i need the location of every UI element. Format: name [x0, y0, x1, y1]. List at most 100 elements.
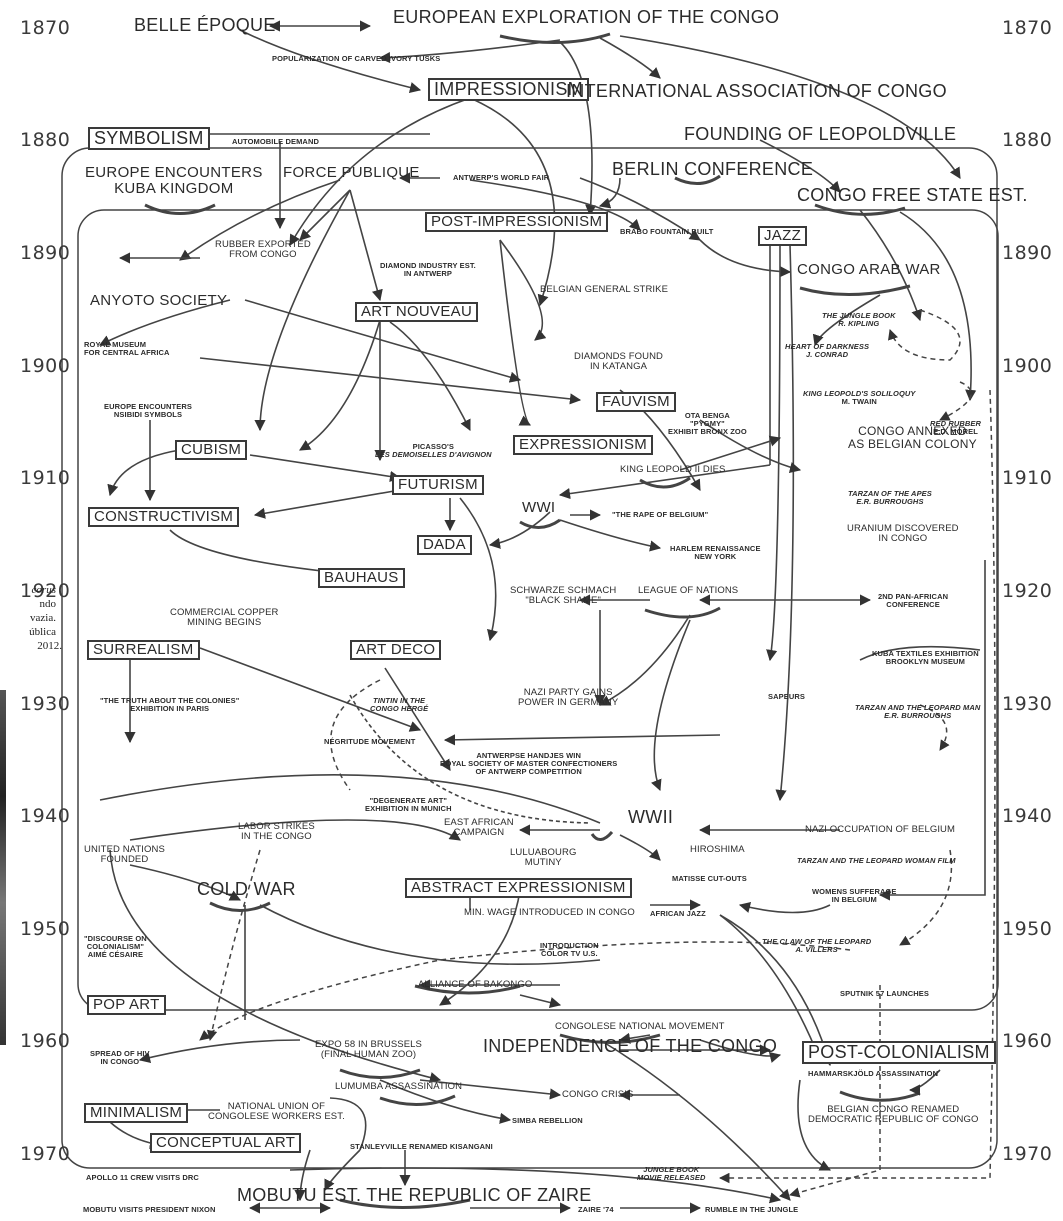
node-belgian-congo-renamed-line1: BELGIAN CONGO RENAMED	[827, 1104, 960, 1115]
node-womens-suffrage: WOMENS SUFFERAGE IN BELGIUM	[812, 888, 897, 904]
year-label-right: 1930	[1002, 693, 1053, 715]
year-label-left: 1870	[20, 17, 71, 39]
node-diamonds-katanga-line1: DIAMONDS FOUND	[574, 351, 664, 362]
node-discourse-line1: "DISCOURSE ON	[84, 934, 147, 943]
year-label-left: 1900	[20, 355, 71, 377]
node-hammarskjold: HAMMARSKJÖLD ASSASSINATION	[808, 1069, 939, 1078]
node-lumumba: LUMUMBA ASSASSINATION	[335, 1081, 463, 1092]
node-congo-annexed: CONGO ANNEXED AS BELGIAN COLONY	[848, 425, 977, 450]
year-label-right: 1970	[1002, 1143, 1053, 1165]
node-truth-colonies-line1: "THE TRUTH ABOUT THE COLONIES"	[100, 696, 240, 705]
node-expo58-line2: (FINAL HUMAN ZOO)	[320, 1048, 417, 1060]
node-jungle-book: THE JUNGLE BOOK R. KIPLING	[822, 312, 896, 328]
caption-fragment: vazia.	[30, 612, 56, 624]
node-color-tv-line2: COLOR TV U.S.	[540, 948, 598, 958]
node-nazi-occupation: NAZI OCCUPATION OF BELGIUM	[805, 824, 956, 835]
node-antwerpse-line3: OF ANTWERP COMPETITION	[475, 766, 582, 776]
year-label-left: 1950	[20, 918, 71, 940]
year-label-right: 1900	[1002, 355, 1053, 377]
node-color-tv: INTRODUCTION COLOR TV U.S.	[540, 942, 599, 958]
node-art-deco: ART DECO	[350, 640, 442, 660]
node-claw-leopard-line2: A. VILLERS	[795, 944, 838, 954]
node-leopold-soliloquy-line1: KING LEOPOLD'S SOLILOQUY	[803, 389, 916, 398]
node-expressionism: EXPRESSIONISM	[513, 435, 654, 455]
node-conceptual-art: CONCEPTUAL ART	[150, 1133, 302, 1153]
node-zaire74: ZAIRE '74	[578, 1205, 614, 1214]
node-europe-kuba-line2: KUBA KINGDOM	[114, 179, 234, 197]
node-commercial-copper: COMMERCIAL COPPER MINING BEGINS	[170, 608, 279, 628]
node-east-african-line1: EAST AFRICAN	[444, 817, 514, 828]
node-bauhaus: BAUHAUS	[318, 568, 405, 588]
node-ota-benga-line1: OTA BENGA	[684, 411, 730, 420]
node-belle-epoque: BELLE ÉPOQUE	[134, 15, 276, 35]
node-rumble: RUMBLE IN THE JUNGLE	[705, 1205, 799, 1214]
node-discourse-line2: COLONIALISM"	[86, 941, 145, 951]
node-intl-association: INTERNATIONAL ASSOCIATION OF CONGO	[566, 81, 947, 101]
node-symbolism: SYMBOLISM	[88, 127, 210, 150]
node-hiroshima: HIROSHIMA	[690, 844, 745, 855]
node-tarzan-leopard-man: TARZAN AND THE LEOPARD MAN E.R. BURROUGH…	[855, 704, 980, 720]
node-royal-museum: ROYAL MUSEUM FOR CENTRAL AFRICA	[84, 341, 170, 357]
node-tarzan-apes-line2: E.R. BURROUGHS	[856, 496, 924, 506]
year-label-left: 1880	[20, 129, 71, 151]
node-sputnik: SPUTNIK 57 LAUNCHES	[840, 989, 929, 998]
node-pan-african-line2: CONFERENCE	[886, 599, 940, 609]
node-dada: DADA	[417, 535, 472, 555]
node-negritude: NÉGRITUDE MOVEMENT	[324, 737, 416, 746]
node-congolese-national: CONGOLESE NATIONAL MOVEMENT	[555, 1021, 725, 1032]
node-un-founded-line1: UNITED NATIONS	[84, 844, 165, 855]
node-belgian-congo-renamed: BELGIAN CONGO RENAMED DEMOCRATIC REPUBLI…	[808, 1105, 978, 1125]
node-wwii: WWII	[628, 807, 674, 827]
node-diamonds-katanga: DIAMONDS FOUND IN KATANGA	[574, 352, 663, 372]
clipped-photo	[0, 690, 6, 1045]
node-stanleyville: STANLEYVILLE RENAMED KISANGANI	[350, 1142, 493, 1151]
node-pan-african: 2ND PAN-AFRICAN CONFERENCE	[878, 593, 948, 609]
node-rubber-exported-line2: FROM CONGO	[229, 248, 297, 260]
node-ota-benga-line2: "PYGMY"	[689, 418, 725, 428]
node-diamond-industry: DIAMOND INDUSTRY EST. IN ANTWERP	[380, 262, 476, 278]
node-kuba-textiles-line1: KUBA TEXTILES EXHIBITION	[872, 649, 979, 658]
year-label-left: 1920	[20, 580, 71, 602]
node-truth-colonies: "THE TRUTH ABOUT THE COLONIES" EXHIBITIO…	[100, 697, 239, 713]
node-african-jazz: AFRICAN JAZZ	[650, 909, 706, 918]
node-tintin-line1: TINTIN IN THE	[373, 696, 426, 705]
node-anyoto-society: ANYOTO SOCIETY	[90, 292, 228, 309]
node-europe-kuba-line1: EUROPE ENCOUNTERS	[85, 164, 263, 181]
node-league-nations: LEAGUE OF NATIONS	[638, 585, 739, 596]
node-simba: SIMBA REBELLION	[512, 1116, 583, 1125]
node-leopold-soliloquy-line2: M. TWAIN	[841, 396, 877, 406]
node-congo-crisis: CONGO CRISIS	[562, 1089, 634, 1100]
node-un-founded: UNITED NATIONS FOUNDED	[84, 845, 165, 865]
node-luluabourg-line1: LULUABOURG	[510, 847, 577, 858]
node-labor-strikes: LABOR STRIKES IN THE CONGO	[238, 822, 315, 842]
node-heart-darkness-line2: J. CONRAD	[805, 349, 849, 359]
node-belgian-congo-renamed-line2: DEMOCRATIC REPUBLIC OF CONGO	[808, 1113, 979, 1125]
node-jungle-book-movie: JUNGLE BOOK MOVIE RELEASED	[637, 1166, 706, 1182]
node-degenerate-art-line1: "DEGENERATE ART"	[369, 796, 448, 805]
node-jazz: JAZZ	[758, 226, 808, 246]
node-fauvism: FAUVISM	[596, 392, 676, 412]
node-womens-suffrage-line1: WOMENS SUFFERAGE	[812, 887, 897, 896]
node-schwarze-schmach: SCHWARZE SCHMACH "BLACK SHAME"	[510, 586, 616, 606]
year-label-right: 1960	[1002, 1030, 1053, 1052]
node-tarzan-apes-line1: TARZAN OF THE APES	[848, 489, 932, 498]
node-claw-leopard: THE CLAW OF THE LEOPARD A. VILLERS	[762, 938, 871, 954]
caption-fragment: ública	[29, 626, 56, 638]
node-abstract-expressionism: ABSTRACT EXPRESSIONISM	[405, 878, 632, 898]
node-berlin-conference: BERLIN CONFERENCE	[612, 159, 814, 179]
node-labor-strikes-line1: LABOR STRIKES	[238, 821, 315, 832]
node-wwi: WWI	[522, 499, 556, 516]
node-uranium-line2: IN CONGO	[878, 532, 928, 544]
node-nazi-party: NAZI PARTY GAINS POWER IN GERMANY	[518, 688, 618, 708]
node-leopold-dies: KING LEOPOLD II DIES	[620, 464, 726, 475]
year-label-left: 1910	[20, 467, 71, 489]
node-europe-nsibidi-line1: EUROPE ENCOUNTERS	[104, 402, 192, 411]
node-picasso-line1: PICASSO'S	[412, 442, 455, 451]
node-rape-belgium: "THE RAPE OF BELGIUM"	[612, 510, 709, 519]
node-jungle-book-line2: R. KIPLING	[838, 318, 880, 328]
node-discourse-line3: AIMÉ CÉSAIRE	[87, 949, 144, 959]
node-post-colonialism: POST-COLONIALISM	[802, 1041, 996, 1064]
node-diamond-industry-line1: DIAMOND INDUSTRY EST.	[380, 261, 476, 270]
node-alliance-bakongo: ALLIANCE OF BAKONGO	[418, 979, 533, 990]
node-tarzan-apes: TARZAN OF THE APES E.R. BURROUGHS	[848, 490, 932, 506]
